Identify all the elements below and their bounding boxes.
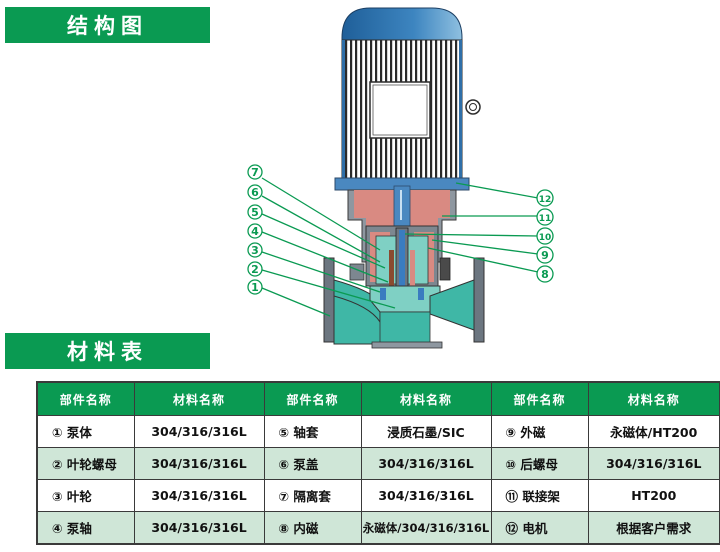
table-row: ② 叶轮螺母 304/316/316L ⑥ 泵盖 304/316/316L ⑩ … [36, 447, 720, 480]
material-cell: 304/316/316L [360, 447, 492, 480]
material-cell: 根据客户需求 [587, 511, 720, 545]
column-header-part: 部件名称 [263, 381, 362, 416]
svg-text:11: 11 [539, 214, 552, 224]
material-cell: HT200 [587, 479, 720, 512]
svg-text:1: 1 [251, 281, 259, 294]
svg-text:4: 4 [251, 225, 259, 238]
materials-table: 部件名称 材料名称 部件名称 材料名称 部件名称 材料名称 ① 泵体 304/3… [36, 381, 720, 545]
callout-4: 4 [247, 223, 263, 239]
part-name-cell: ⑦ 隔离套 [263, 479, 362, 512]
magnetic-coupling [349, 225, 451, 315]
table-header-row: 部件名称 材料名称 部件名称 材料名称 部件名称 材料名称 [36, 381, 720, 416]
material-cell: 304/316/316L [133, 447, 265, 480]
materials-table-title: 材料表 [5, 333, 210, 369]
part-name-cell: ⑧ 内磁 [263, 511, 362, 545]
material-cell: 304/316/316L [360, 479, 492, 512]
callout-3: 3 [247, 242, 263, 258]
svg-text:5: 5 [251, 206, 259, 219]
part-name-cell: ⑩ 后螺母 [490, 447, 589, 480]
table-row: ① 泵体 304/316/316L ⑤ 轴套 浸质石墨/SIC ⑨ 外磁 永磁体… [36, 415, 720, 448]
leader-lines [261, 177, 539, 317]
callout-10: 10 [536, 227, 554, 245]
material-cell: 304/316/316L [133, 479, 265, 512]
svg-text:7: 7 [251, 166, 259, 179]
table-row: ③ 叶轮 304/316/316L ⑦ 隔离套 304/316/316L ⑪ 联… [36, 479, 720, 512]
part-name-cell: ⑤ 轴套 [263, 415, 362, 448]
callout-9: 9 [536, 246, 554, 264]
callouts: 7 6 5 4 3 2 1 12 11 10 9 8 [247, 164, 554, 295]
material-cell: 304/316/316L [133, 511, 265, 545]
part-name-cell: ⑥ 泵盖 [263, 447, 362, 480]
callout-11: 11 [536, 208, 554, 226]
callout-1: 1 [247, 279, 263, 295]
part-name-cell: ⑫ 电机 [490, 511, 589, 545]
material-cell: 浸质石墨/SIC [360, 415, 492, 448]
pump-casing [323, 257, 485, 349]
svg-text:9: 9 [541, 249, 549, 262]
column-header-material: 材料名称 [360, 381, 492, 416]
part-name-cell: ⑨ 外磁 [490, 415, 589, 448]
callout-7: 7 [247, 164, 263, 180]
part-name-cell: ① 泵体 [36, 415, 135, 448]
pump-structure-diagram: 7 6 5 4 3 2 1 12 11 10 9 8 [247, 7, 554, 349]
material-cell: 永磁体/HT200 [587, 415, 720, 448]
callout-8: 8 [536, 265, 554, 283]
column-header-material: 材料名称 [587, 381, 720, 416]
material-cell: 304/316/316L [587, 447, 720, 480]
table-row: ④ 泵轴 304/316/316L ⑧ 内磁 永磁体/304/316/316L … [36, 511, 720, 545]
part-name-cell: ② 叶轮螺母 [36, 447, 135, 480]
part-name-cell: ⑪ 联接架 [490, 479, 589, 512]
svg-text:8: 8 [541, 268, 549, 281]
material-cell: 304/316/316L [133, 415, 265, 448]
svg-text:6: 6 [251, 186, 259, 199]
svg-text:10: 10 [539, 233, 552, 243]
column-header-part: 部件名称 [490, 381, 589, 416]
svg-text:2: 2 [251, 263, 259, 276]
column-header-material: 材料名称 [133, 381, 265, 416]
structure-diagram-title: 结构图 [5, 7, 210, 43]
svg-text:3: 3 [251, 244, 259, 257]
part-name-cell: ③ 叶轮 [36, 479, 135, 512]
callout-2: 2 [247, 261, 263, 277]
column-header-part: 部件名称 [36, 381, 135, 416]
material-cell: 永磁体/304/316/316L [360, 511, 492, 545]
callout-5: 5 [247, 204, 263, 220]
part-name-cell: ④ 泵轴 [36, 511, 135, 545]
callout-12: 12 [536, 189, 554, 207]
callout-6: 6 [247, 184, 263, 200]
motor [334, 7, 481, 191]
svg-text:12: 12 [539, 195, 552, 205]
